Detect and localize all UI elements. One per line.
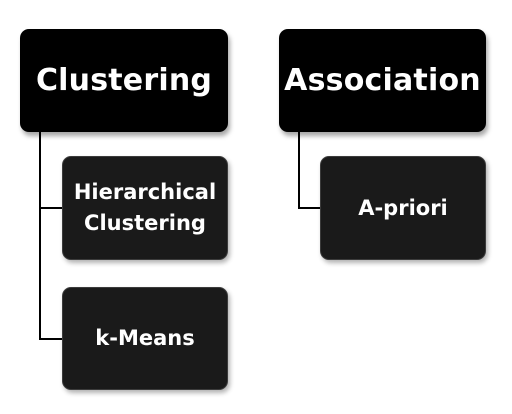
a-priori-node-label: A-priori [358,195,448,220]
connector-association-apriori [298,132,320,209]
clustering-node: Clustering [20,29,228,132]
connector-clustering-kmeans [39,208,62,340]
hierarchical-clustering-node: Hierarchical Clustering [62,156,228,260]
k-means-node-label: k-Means [95,326,195,350]
connector-clustering-hierarchical [39,132,62,209]
clustering-node-label: Clustering [35,63,213,98]
association-node: Association [279,29,486,132]
k-means-node: k-Means [62,287,228,390]
a-priori-node: A-priori [320,156,486,260]
hierarchical-clustering-node-label: Hierarchical Clustering [73,180,217,235]
association-node-label: Association [284,63,481,98]
